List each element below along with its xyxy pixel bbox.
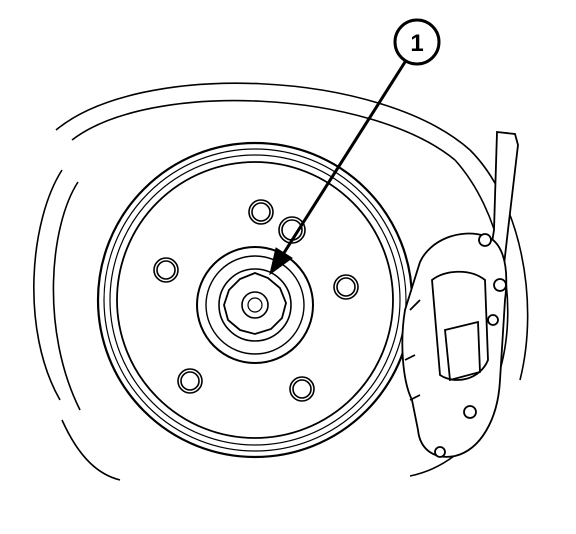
brake-rotor: [96, 141, 414, 459]
lug-hole-top: [248, 199, 274, 225]
callout-leader: [269, 61, 407, 276]
caliper-bolt-1: [478, 233, 492, 247]
caliper-body: [401, 232, 508, 458]
tire-arc-right-outer: [469, 149, 529, 381]
rotor-outer-edge: [96, 141, 414, 459]
tire-arc-outer: [55, 82, 471, 151]
lug-holes: [153, 199, 359, 402]
rotor-edge-3: [109, 154, 401, 446]
callout-number: 1: [410, 30, 423, 57]
brake-caliper: [401, 130, 519, 458]
leader-arrowhead: [269, 247, 293, 276]
caliper-bolt-4: [463, 405, 477, 419]
hub-nut-center: [241, 291, 269, 319]
leader-line: [280, 61, 407, 257]
callout-circle: [393, 18, 441, 66]
hub-nut: [223, 272, 287, 335]
hub-ring: [205, 255, 305, 355]
caliper-piston-window: [444, 320, 481, 382]
caliper-bolt-2: [493, 278, 507, 292]
tire-arc-left-inner: [52, 181, 81, 411]
caliper-bolt-5: [434, 446, 446, 458]
hub-inner: [218, 268, 292, 342]
rotor-edge-2: [103, 148, 407, 452]
tire-arc-inner: [71, 99, 456, 161]
lug-hole-bottom-right: [289, 376, 315, 402]
caliper-edge: [404, 299, 421, 401]
tire-arc-bottom: [61, 419, 121, 481]
hub-outer: [196, 246, 314, 364]
caliper-bolt-3: [487, 314, 499, 326]
rotor-hat-edge: [116, 161, 394, 439]
tire-outline: [33, 82, 529, 481]
callout-1: 1: [393, 18, 441, 66]
lug-hole-left: [153, 257, 179, 283]
hub-spindle: [247, 297, 263, 313]
lug-hole-bottom-left: [177, 368, 203, 394]
lug-hole-right: [333, 274, 359, 300]
hub: [196, 246, 314, 364]
tire-arc-left-outer: [33, 169, 63, 401]
